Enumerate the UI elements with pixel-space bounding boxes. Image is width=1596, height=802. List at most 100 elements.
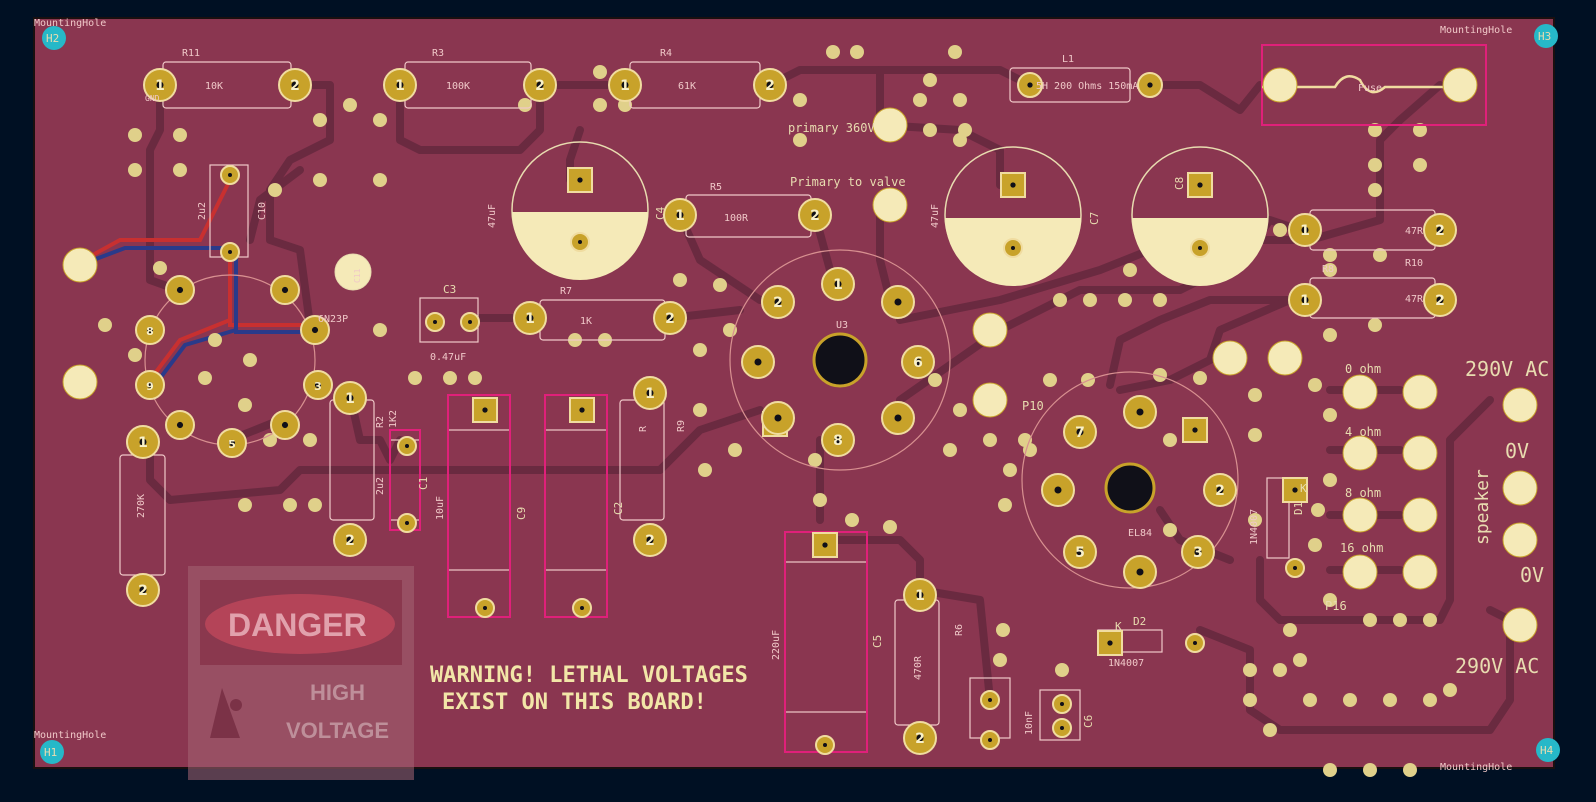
inductor-pad: [1017, 72, 1043, 98]
tube-pin: [1123, 395, 1157, 429]
label-8-ohm: 8 ohm: [1345, 486, 1381, 500]
tube-socket-u2: [1104, 462, 1156, 514]
tube-pin: 7: [1063, 415, 1097, 449]
via: [693, 343, 707, 357]
tube-pin: 8: [821, 423, 855, 457]
via: [1023, 443, 1037, 457]
svg-text:1: 1: [525, 311, 535, 327]
via: [850, 45, 864, 59]
via: [1163, 433, 1177, 447]
terminal-pad: [872, 187, 908, 223]
value-c5: 220uF: [771, 630, 782, 660]
via: [1323, 328, 1337, 342]
value-fuse: Fuse: [1358, 83, 1382, 94]
mh-ref-h3: H3: [1538, 30, 1551, 43]
danger-voltage: VOLTAGE: [286, 718, 389, 743]
mounting-hole-h2: [42, 26, 66, 50]
terminal-pad: [62, 247, 98, 283]
tube-pin: 3: [1181, 535, 1215, 569]
via: [1373, 248, 1387, 262]
ref-c10: C10: [257, 202, 268, 220]
mh-label-h1: MountingHole: [34, 730, 106, 741]
ref-c7: C7: [1088, 212, 1101, 225]
value-r3: 100K: [446, 81, 470, 92]
mh-label-h4: MountingHole: [1440, 762, 1512, 773]
via: [1243, 663, 1257, 677]
via: [1423, 613, 1437, 627]
danger-sign: [188, 566, 414, 780]
via: [1413, 158, 1427, 172]
via: [1368, 318, 1382, 332]
via: [1123, 263, 1137, 277]
danger-title: DANGER: [228, 607, 367, 643]
label-4-ohm: 4 ohm: [1345, 425, 1381, 439]
via: [268, 183, 282, 197]
ref-r8: R8: [1322, 264, 1334, 275]
value-c1: 2u2: [375, 477, 386, 495]
via: [1363, 613, 1377, 627]
svg-text:1: 1: [620, 78, 630, 94]
via: [173, 128, 187, 142]
via: [373, 113, 387, 127]
svg-text:5: 5: [1075, 545, 1085, 561]
via: [693, 403, 707, 417]
svg-text:5: 5: [228, 438, 236, 451]
via: [1053, 293, 1067, 307]
resistor-pad: 2: [1423, 213, 1457, 247]
gnd-r11: GND: [145, 94, 160, 103]
via: [883, 520, 897, 534]
value-r2: 1K2: [388, 410, 399, 428]
tube-pin: 6: [901, 345, 935, 379]
ref-r6: R6: [954, 624, 965, 636]
square-pad: [567, 167, 593, 193]
via: [793, 133, 807, 147]
svg-text:1: 1: [833, 277, 843, 293]
via: [1273, 223, 1287, 237]
via: [923, 73, 937, 87]
via: [198, 371, 212, 385]
inductor-pad: [1137, 72, 1163, 98]
resistor-pad: 1: [1288, 213, 1322, 247]
terminal-pad: [1402, 554, 1438, 590]
resistor-pad: 1: [633, 376, 667, 410]
value-c7: 47uF: [930, 204, 941, 228]
via: [928, 373, 942, 387]
via: [313, 173, 327, 187]
cap-pad: [570, 232, 590, 252]
via: [1193, 371, 1207, 385]
mh-ref-h1: H1: [44, 746, 57, 759]
via: [1055, 663, 1069, 677]
via: [1248, 388, 1262, 402]
terminal-pad: [1212, 340, 1248, 376]
tube-pin: 3: [303, 370, 333, 400]
square-pad: [812, 532, 838, 558]
resistor-pad: 2: [633, 523, 667, 557]
via: [1163, 523, 1177, 537]
resistor-pad: 2: [1423, 283, 1457, 317]
ref-c11: C11: [353, 268, 362, 283]
via: [728, 443, 742, 457]
value-c10: 2u2: [197, 202, 208, 220]
via: [983, 433, 997, 447]
via: [1403, 763, 1417, 777]
via: [1323, 473, 1337, 487]
via: [953, 403, 967, 417]
cap-pad: [1285, 558, 1305, 578]
via: [408, 371, 422, 385]
via: [1043, 373, 1057, 387]
svg-text:8: 8: [146, 325, 154, 338]
value-r10: 47R: [1405, 294, 1424, 305]
tube-pin: [300, 315, 330, 345]
warning-line-1: WARNING! LETHAL VOLTAGES: [430, 663, 748, 688]
cap-pad: [397, 436, 417, 456]
via: [958, 123, 972, 137]
via: [813, 493, 827, 507]
mounting-holes: [40, 24, 1560, 764]
warning-line-2: EXIST ON THIS BOARD!: [442, 690, 707, 715]
value-r8: 47R: [1405, 226, 1424, 237]
via: [128, 163, 142, 177]
ref-c4: C4: [654, 206, 667, 220]
via: [1303, 693, 1317, 707]
via: [1248, 428, 1262, 442]
